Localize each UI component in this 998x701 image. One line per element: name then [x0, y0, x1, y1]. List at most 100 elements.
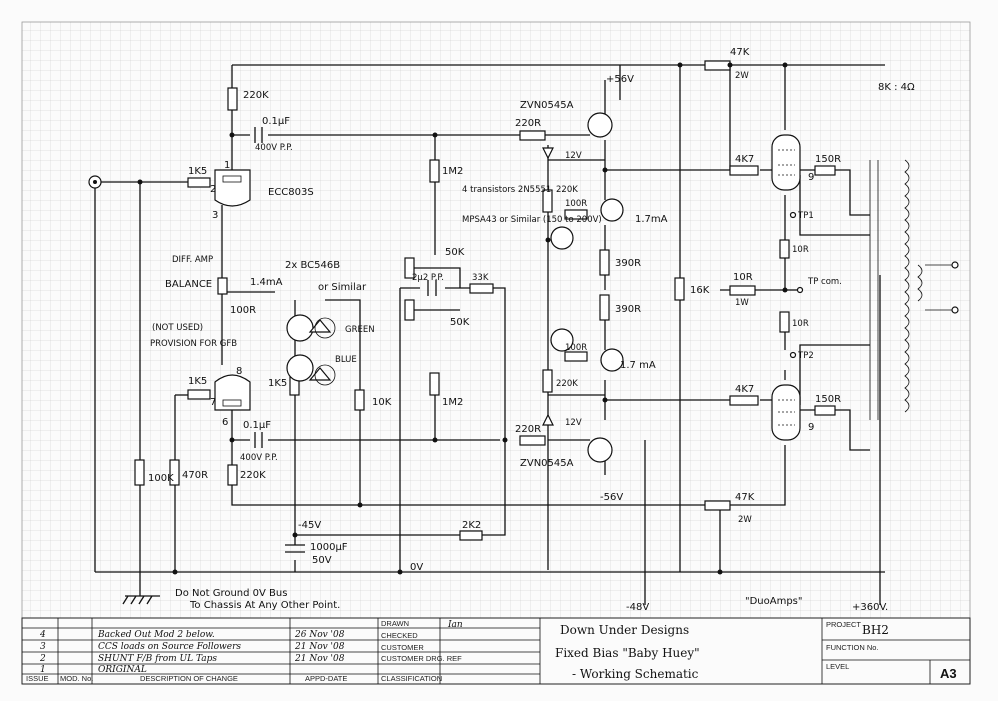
output-transformer — [869, 159, 959, 420]
tb-desc-label: DESCRIPTION OF CHANGE — [140, 674, 238, 683]
label-390r-b: 390R — [615, 304, 641, 315]
label-do-not-ground: Do Not Ground 0V Bus — [175, 588, 287, 599]
label-plus360: +360V. — [852, 602, 888, 613]
resistor-2k2 — [459, 530, 483, 541]
tb-classification-label: CLASSIFICATION — [381, 674, 442, 683]
tb-customer-label: CUSTOMER — [381, 643, 424, 652]
tb-project-value: BH2 — [862, 623, 889, 637]
label-100r: 100R — [230, 305, 256, 316]
cap-2u2 — [427, 280, 437, 296]
resistor-10r-c — [729, 285, 756, 296]
label-z12-top: 12V — [565, 151, 582, 161]
label-ccs-current: 1.4mA — [250, 277, 283, 288]
label-220k-bot: 220K — [240, 470, 266, 481]
rev-3-issue: 3 — [40, 642, 46, 652]
label-50k-bot: 50K — [450, 317, 470, 328]
output-tube-bottom — [771, 384, 801, 441]
label-390r-a: 390R — [615, 258, 641, 269]
resistor-10k — [354, 389, 365, 411]
label-100k: 100K — [148, 473, 174, 484]
label-plus56: +56V — [606, 74, 634, 85]
label-4k7-top: 4K7 — [735, 154, 754, 165]
tb-title-line1: Fixed Bias "Baby Huey" — [555, 646, 700, 660]
resistor-16k — [674, 277, 685, 301]
resistor-47k-top — [704, 60, 731, 71]
label-220k-top: 220K — [243, 90, 269, 101]
label-tp1: TP1 — [797, 211, 814, 221]
tb-drawn-value: Ian — [447, 620, 463, 630]
label-ccs-top: 1.7mA — [635, 214, 668, 225]
label-10r-c-rating: 1W — [735, 298, 749, 308]
rev-3-date: 21 Nov '08 — [294, 642, 345, 652]
label-10r-a: 10R — [792, 245, 809, 255]
label-220k-ccs2: 220K — [556, 379, 578, 389]
label-10r-c: 10R — [733, 272, 753, 283]
resistor-390r-a — [599, 249, 610, 276]
resistor-100r-ccs2 — [564, 351, 588, 362]
resistor-470r — [169, 459, 180, 486]
resistor-100r-ccs — [564, 209, 588, 220]
rev-1-desc: ORIGINAL — [98, 665, 147, 675]
label-1m2-top: 1M2 — [442, 166, 463, 177]
label-220r-top: 220R — [515, 118, 541, 129]
resistor-1k5-top — [187, 177, 211, 188]
tb-drawn-label: DRAWN — [381, 619, 409, 628]
resistor-220r-bot — [519, 435, 546, 446]
label-pin7: 7 — [210, 397, 216, 408]
resistor-150r-bot — [814, 405, 836, 416]
cap-bot — [254, 432, 263, 448]
label-mosfet-top: ZVN0545A — [520, 100, 574, 111]
driver-transistors — [542, 112, 624, 463]
label-pin1: 1 — [224, 160, 230, 171]
resistor-390r-b — [599, 294, 610, 321]
junctions — [137, 62, 788, 575]
label-to-chassis: To Chassis At Any Other Point. — [189, 600, 340, 611]
rev-2-issue: 2 — [39, 654, 46, 664]
label-33k: 33K — [472, 273, 489, 283]
label-z12-bot: 12V — [565, 418, 582, 428]
label-pin3: 3 — [212, 210, 218, 221]
test-points — [789, 211, 804, 359]
label-2k2: 2K2 — [462, 520, 481, 531]
resistor-100k — [134, 459, 145, 486]
resistor-220r-top — [519, 130, 546, 141]
label-mpsa43: MPSA43 or Similar (150 to 200V) — [462, 215, 602, 225]
label-blue: BLUE — [335, 355, 357, 365]
tb-project-label: PROJECT — [826, 620, 861, 629]
label-minus56: -56V — [600, 492, 623, 503]
tb-customer-drg-label: CUSTOMER DRG. REF — [381, 654, 462, 663]
cap-1000 — [285, 544, 305, 553]
grid-paper — [21, 21, 971, 619]
label-220r-bot: 220R — [515, 424, 541, 435]
label-47k-bot-rating: 2W — [738, 515, 752, 525]
pot-50k-top — [404, 257, 415, 279]
tb-title-line2: - Working Schematic — [572, 667, 699, 681]
label-150r-top: 150R — [815, 154, 841, 165]
resistor-1m2-bot — [429, 372, 440, 396]
label-mosfet-bot: ZVN0545A — [520, 458, 574, 469]
resistor-10r-a — [779, 239, 790, 259]
tb-size: A3 — [940, 666, 957, 681]
label-tp-com: TP com. — [807, 277, 842, 287]
label-pin9-top: 9 — [808, 172, 814, 183]
tb-company: Down Under Designs — [560, 623, 689, 637]
resistor-1m2-top — [429, 159, 440, 183]
label-220k-ccs: 220K — [556, 185, 578, 195]
label-1000uf: 1000µF — [310, 542, 348, 553]
tb-function-label: FUNCTION No. — [826, 643, 879, 652]
label-bc546b: 2x BC546B — [285, 260, 340, 271]
resistor-220k-top — [227, 87, 238, 111]
rev-2-date: 21 Nov '08 — [294, 654, 345, 664]
label-10k: 10K — [372, 397, 392, 408]
label-1k5-bot: 1K5 — [188, 376, 207, 387]
rev-2-desc: SHUNT F/B from UL Taps — [98, 654, 217, 664]
resistor-220k-ccs2 — [542, 369, 553, 393]
rev-1-issue: 1 — [40, 665, 46, 675]
label-diff-amp: DIFF. AMP — [172, 255, 213, 265]
tube-bottom — [214, 374, 251, 411]
resistor-150r-top — [814, 165, 836, 176]
tb-appd-label: APPD-DATE — [305, 674, 347, 683]
resistor-4k7-top — [729, 165, 759, 176]
ccs-transistors — [286, 314, 336, 386]
